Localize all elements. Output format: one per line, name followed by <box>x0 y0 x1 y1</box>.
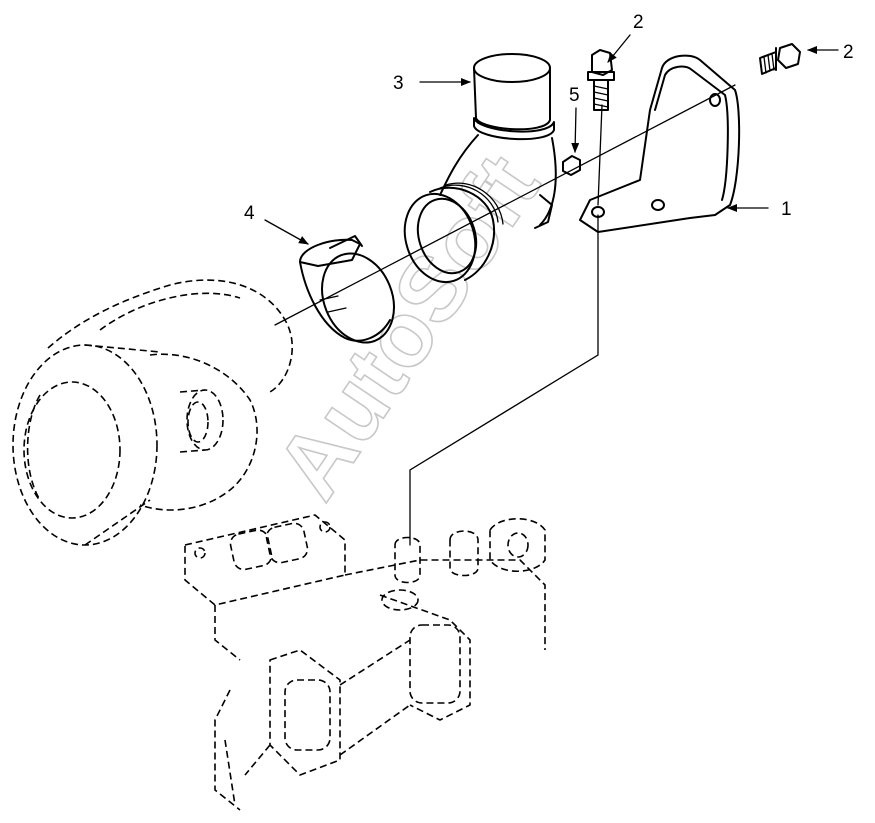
callout-label-capscrew-right: 2 <box>843 42 854 63</box>
callout-label-elbow: 3 <box>393 73 404 94</box>
nut-part-5 <box>562 155 581 176</box>
capscrew-part-2-right <box>759 43 801 75</box>
clamp-part-4 <box>299 235 395 344</box>
bracket-part-1 <box>579 54 741 233</box>
capscrew-part-2-top <box>587 49 615 111</box>
exhaust-manifold-phantom <box>184 514 546 811</box>
callout-arrows <box>264 34 839 245</box>
callout-label-clamp: 4 <box>244 203 255 224</box>
turbocharger-phantom <box>12 279 293 546</box>
callout-label-bracket: 1 <box>781 199 792 220</box>
elbow-part-3 <box>403 53 557 284</box>
callout-label-nut: 5 <box>569 85 580 106</box>
watermark: AutoSoft <box>257 137 559 516</box>
assembly-lines <box>274 84 736 546</box>
callout-label-capscrew-top: 2 <box>633 12 644 33</box>
